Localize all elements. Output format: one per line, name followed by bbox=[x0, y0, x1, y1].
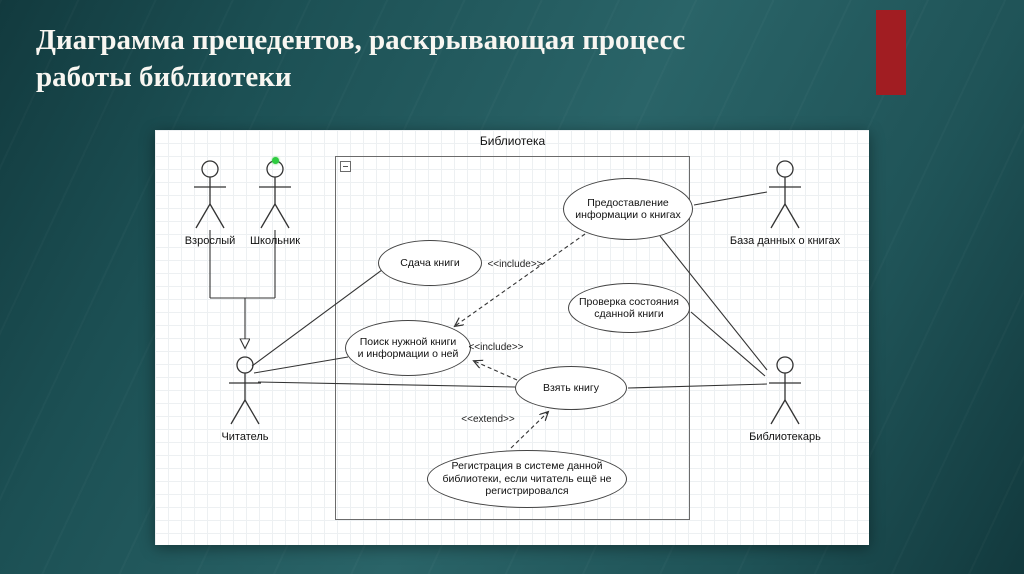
usecase-search-book: Поиск нужной книги и информации о ней bbox=[345, 320, 471, 376]
stick-figure-icon bbox=[194, 160, 226, 229]
stereotype-include-1: <<include>> bbox=[487, 259, 543, 270]
actor-schoolboy: Школьник bbox=[220, 160, 330, 247]
usecase-return-book: Сдача книги bbox=[378, 240, 482, 286]
usecase-registration: Регистрация в системе данной библиотеки,… bbox=[427, 450, 627, 508]
stick-figure-icon bbox=[259, 160, 291, 229]
stick-figure-icon bbox=[229, 356, 261, 425]
system-title: Библиотека bbox=[479, 134, 546, 148]
stick-figure-icon bbox=[769, 356, 801, 425]
actor-adult-label: Взрослый bbox=[184, 235, 236, 247]
stereotype-extend: <<extend>> bbox=[461, 414, 515, 425]
actor-schoolboy-label: Школьник bbox=[249, 235, 301, 247]
usecase-check-condition: Проверка состояния сданной книги bbox=[568, 283, 690, 333]
actor-reader-label: Читатель bbox=[221, 431, 269, 443]
actor-librarian: Библиотекарь bbox=[730, 356, 840, 443]
actor-book-database-label: База данных о книгах bbox=[729, 235, 841, 247]
usecase-take-book: Взять книгу bbox=[515, 366, 627, 410]
slide-title: Диаграмма прецедентов, раскрывающая проц… bbox=[36, 24, 686, 94]
usecase-provide-info: Предоставление информации о книгах bbox=[563, 178, 693, 240]
actor-librarian-label: Библиотекарь bbox=[749, 431, 821, 443]
accent-red-block bbox=[876, 10, 906, 95]
actor-reader: Читатель bbox=[190, 356, 300, 443]
stereotype-include-2: <<include>> bbox=[468, 342, 524, 353]
actor-adult: Взрослый bbox=[155, 160, 265, 247]
stick-figure-icon bbox=[769, 160, 801, 229]
collapse-icon bbox=[340, 161, 351, 172]
diagram-canvas: Библиотека bbox=[155, 130, 869, 545]
selection-dot-icon bbox=[272, 157, 279, 164]
actor-book-database: База данных о книгах bbox=[730, 160, 840, 247]
